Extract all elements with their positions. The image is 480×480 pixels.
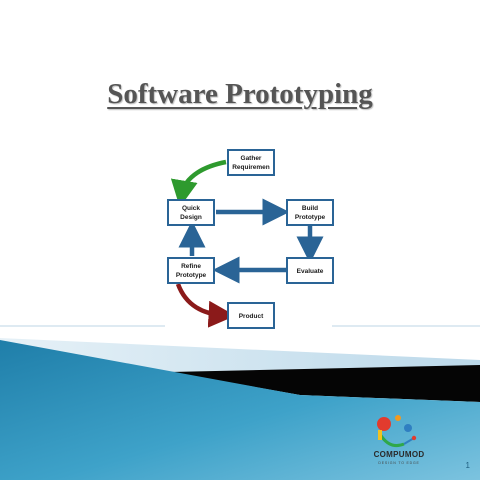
node-build-prototype: Build Prototype: [286, 199, 334, 226]
page-number: 1: [465, 461, 470, 470]
black-stripe: [170, 365, 480, 402]
node-quick-design: Quick Design: [167, 199, 215, 226]
node-product: Product: [227, 302, 275, 329]
edge-gather-to-quick-design: [170, 159, 227, 208]
node-product-line-1: Product: [239, 313, 264, 320]
logo-wordmark: COMPUMOD: [373, 450, 425, 459]
node-quick-design-line-2: Design: [180, 214, 202, 221]
prototyping-diagram: Gather Requiremen Quick Design Build Pro…: [167, 149, 334, 329]
node-refine-prototype-line-2: Prototype: [176, 272, 207, 279]
edge-refine-prototype-to-product: [175, 283, 236, 328]
compumod-logo: COMPUMOD DESIGN TO EDGE: [364, 410, 434, 470]
blue-band: [0, 340, 480, 480]
node-gather-line-1: Gather: [241, 155, 262, 162]
node-refine-prototype: Refine Prototype: [167, 257, 215, 284]
node-evaluate-line-1: Evaluate: [297, 268, 324, 275]
node-build-prototype-line-2: Prototype: [295, 214, 326, 221]
node-gather-line-2: Requiremen: [232, 164, 270, 171]
slide-title: Software Prototyping: [107, 78, 373, 110]
node-quick-design-line-1: Quick: [182, 205, 200, 212]
node-refine-prototype-line-1: Refine: [181, 263, 201, 270]
node-evaluate: Evaluate: [286, 257, 334, 284]
node-build-prototype-line-1: Build: [302, 205, 318, 212]
logo-tagline: DESIGN TO EDGE: [378, 461, 420, 465]
compumod-logo-mark-icon: [377, 415, 417, 448]
node-gather: Gather Requiremen: [227, 149, 275, 176]
